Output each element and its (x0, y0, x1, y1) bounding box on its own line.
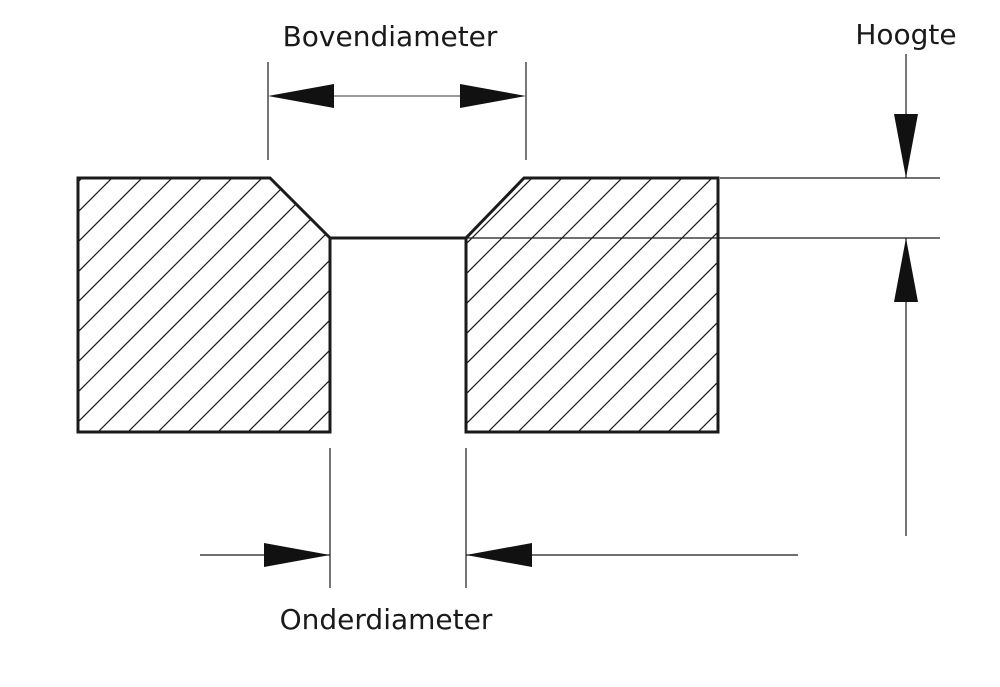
hatch-line-left (99, 178, 330, 432)
hatch-line-right (466, 178, 651, 432)
hatch-line-right (466, 178, 718, 432)
hatch-line-left (249, 178, 330, 432)
hatch-line-left (159, 178, 330, 432)
height-arrow-up (894, 238, 918, 302)
hatch-line-left (78, 178, 201, 432)
hatch-line-right (0, 150, 260, 460)
hatch-line-left (78, 178, 261, 432)
hatch-line-right (0, 150, 170, 460)
top-diameter-arrow-left (268, 84, 334, 108)
hatch-line-right (466, 178, 711, 432)
hatch-line-right (466, 178, 591, 432)
hatching-right (0, 150, 1000, 460)
hatch-line-left (78, 178, 231, 432)
hatch-line-right (0, 150, 50, 460)
label-height: Hoogte (855, 18, 956, 51)
hatch-line-right (519, 178, 718, 432)
hatch-line-left (78, 178, 141, 432)
hatch-line-right (466, 178, 621, 432)
hatch-line-left (78, 178, 81, 432)
hatch-line-left (189, 178, 330, 432)
label-top-diameter: Bovendiameter (283, 20, 498, 53)
hatch-line-right (609, 178, 718, 432)
hatch-line-right (699, 178, 718, 432)
hatch-line-left (78, 178, 291, 432)
hatch-line-left (730, 150, 1000, 460)
hatch-line-right (639, 178, 718, 432)
hatch-line-right (549, 178, 718, 432)
hatch-line-right (466, 178, 561, 432)
hatch-line-left (78, 178, 330, 432)
hatch-line-right (466, 178, 718, 432)
hatching-left (0, 150, 1000, 460)
label-bottom-diameter: Onderdiameter (280, 603, 493, 636)
hatch-line-left (700, 150, 1000, 460)
hatch-line-right (730, 150, 1000, 460)
top-diameter-arrow-right (460, 84, 526, 108)
hatch-line-left (0, 150, 50, 460)
hatch-line-right (0, 150, 290, 460)
part-outline-left (76, 176, 332, 434)
hatch-line-left (129, 178, 330, 432)
hatch-line-left (219, 178, 330, 432)
hatch-line-left (78, 178, 321, 432)
hatch-line-left (78, 178, 171, 432)
hatch-line-right (466, 178, 681, 432)
hatch-line-left (78, 178, 330, 432)
height-arrow-down (894, 114, 918, 178)
hatch-line-right (0, 150, 80, 460)
part-outline-right (464, 176, 720, 434)
hatch-line-right (489, 178, 718, 432)
bottom-diameter-arrow-left (264, 543, 330, 567)
hatch-line-right (0, 150, 140, 460)
hatch-line-right (579, 178, 718, 432)
hatch-line-right (0, 150, 200, 460)
bottom-diameter-arrow-right (466, 543, 532, 567)
